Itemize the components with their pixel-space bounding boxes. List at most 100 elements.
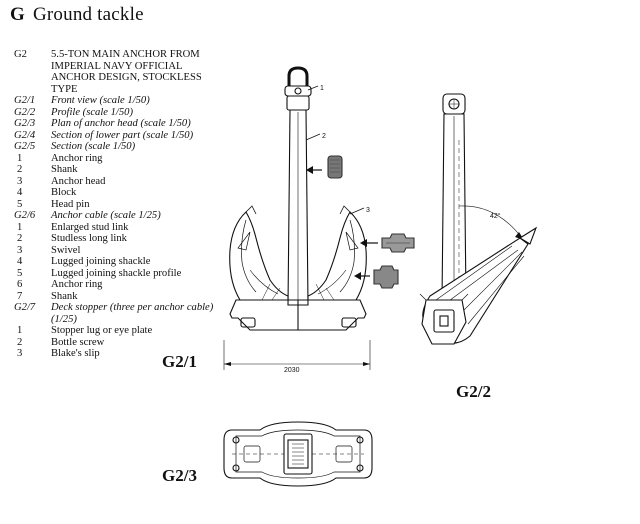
legend-row: TYPE [14,84,229,96]
anchor-ring [287,66,309,88]
legend-row: 6 Anchor ring [14,279,229,291]
legend-code: 5 [17,198,23,210]
legend-code: 6 [17,279,23,290]
legend-text: Plan of anchor head (scale 1/50) [51,118,191,129]
anchor-profile-view [419,93,538,345]
block-detail [327,155,343,179]
figure-label-front: G2/1 [162,352,197,371]
legend-text: (1/25) [51,313,77,325]
callout-1: 1 [320,85,324,92]
legend-row: IMPERIAL NAVY OFFICIAL [14,61,229,73]
legend-text: Anchor ring [51,279,103,290]
legend-text: Lugged joining shackle [51,256,151,267]
legend-text: Deck stopper (three per anchor cable) [51,302,214,313]
legend-row: G2/4 Section of lower part (scale 1/50) [14,130,229,142]
legend-text: Anchor cable (scale 1/25) [51,210,161,221]
legend-code: 1 [17,221,23,233]
legend-code: 5 [17,267,23,279]
legend-row: 5 Head pin [14,199,229,211]
legend-text: Lugged joining shackle profile [51,267,182,279]
arrow-to-shackle [354,265,399,289]
legend-code: 3 [17,175,23,187]
anchor-plan-view [223,421,373,487]
legend-code: 7 [17,290,23,302]
legend-code: 2 [17,336,23,348]
legend-row: G2/5 Section (scale 1/50) [14,141,229,153]
legend-row: 1 Enlarged stud link [14,222,229,234]
legend-row: 3 Swivel [14,245,229,257]
legend-code: 4 [17,187,23,198]
legend-row: 1 Stopper lug or eye plate [14,325,229,337]
legend-row: 3 Blake's slip [14,348,229,360]
legend-row: 2 Bottle screw [14,337,229,349]
legend-row: G2/3 Plan of anchor head (scale 1/50) [14,118,229,130]
legend-text: Anchor ring [51,152,103,164]
legend-code: 2 [17,164,23,175]
legend-text: Swivel [51,244,81,256]
legend-text: Front view (scale 1/50) [51,95,150,106]
legend-code: G2/4 [14,129,36,141]
section-letter: G [10,4,25,25]
legend-text: Blake's slip [51,348,100,359]
callout-3: 3 [366,207,370,214]
legend-code: G2/1 [14,95,36,106]
legend-code: 4 [17,256,23,267]
legend-text: Section (scale 1/50) [51,141,136,152]
legend-code: G2/5 [14,141,36,152]
legend-text: Profile (scale 1/50) [51,106,133,118]
legend-text: Studless long link [51,233,127,244]
page-title: G Ground tackle [10,4,144,26]
legend-text: TYPE [51,83,78,95]
legend-code: G2/6 [14,210,36,221]
legend-text: IMPERIAL NAVY OFFICIAL [51,60,183,72]
callout-2: 2 [322,133,326,140]
legend-row: ANCHOR DESIGN, STOCKLESS [14,72,229,84]
legend-row: 7 Shank [14,291,229,303]
plan-outline [223,421,373,487]
legend-code: G2/3 [14,118,36,129]
legend-code: G2 [14,49,27,60]
legend-code: 3 [17,348,23,359]
legend-text: Anchor head [51,175,106,187]
angle-arc [458,205,523,239]
legend-row: G2/6 Anchor cable (scale 1/25) [14,210,229,222]
legend-text: Enlarged stud link [51,221,129,233]
legend-text: ANCHOR DESIGN, STOCKLESS [51,72,202,83]
legend-text: Block [51,187,77,198]
legend-code: G2/2 [14,106,36,118]
legend-code: 1 [17,152,23,164]
legend-row: 3 Anchor head [14,176,229,188]
anchor-front-view [223,66,371,370]
anchor-fluke-right [307,211,367,301]
legend-row: 1 Anchor ring [14,153,229,165]
legend-text: Head pin [51,198,90,210]
anchor-fluke-left [229,211,289,301]
legend-text: Shank [51,164,78,175]
legend-row: (1/25) [14,314,229,326]
legend-code: 1 [17,325,23,336]
angle-label: 42° [490,212,501,220]
section-title: Ground tackle [32,4,144,25]
legend-text: Bottle screw [51,336,105,348]
legend-row: G2/7 Deck stopper (three per anchor cable… [14,302,229,314]
legend-code: G2/7 [14,302,36,313]
shackle-detail [373,265,399,289]
legend-row: 4 Block [14,187,229,199]
legend-text: Section of lower part (scale 1/50) [51,129,194,141]
legend-text: 5.5-TON MAIN ANCHOR FROM [51,49,200,60]
legend-row: G2/2 Profile (scale 1/50) [14,107,229,119]
legend-text: Stopper lug or eye plate [51,325,153,336]
legend-row: G2/1 Front view (scale 1/50) [14,95,229,107]
anchor-shank [287,109,309,306]
legend-row: 5 Lugged joining shackle profile [14,268,229,280]
legend-row: G2 5.5-TON MAIN ANCHOR FROM [14,49,229,61]
legend-code: 3 [17,244,23,256]
anchor-crown [229,299,367,331]
arrow-to-swivel [360,233,415,253]
figure-label-plan: G2/3 [162,466,197,485]
legend-code: 2 [17,233,23,244]
figure-label-profile: G2/2 [456,382,491,401]
legend-text: Shank [51,290,78,302]
